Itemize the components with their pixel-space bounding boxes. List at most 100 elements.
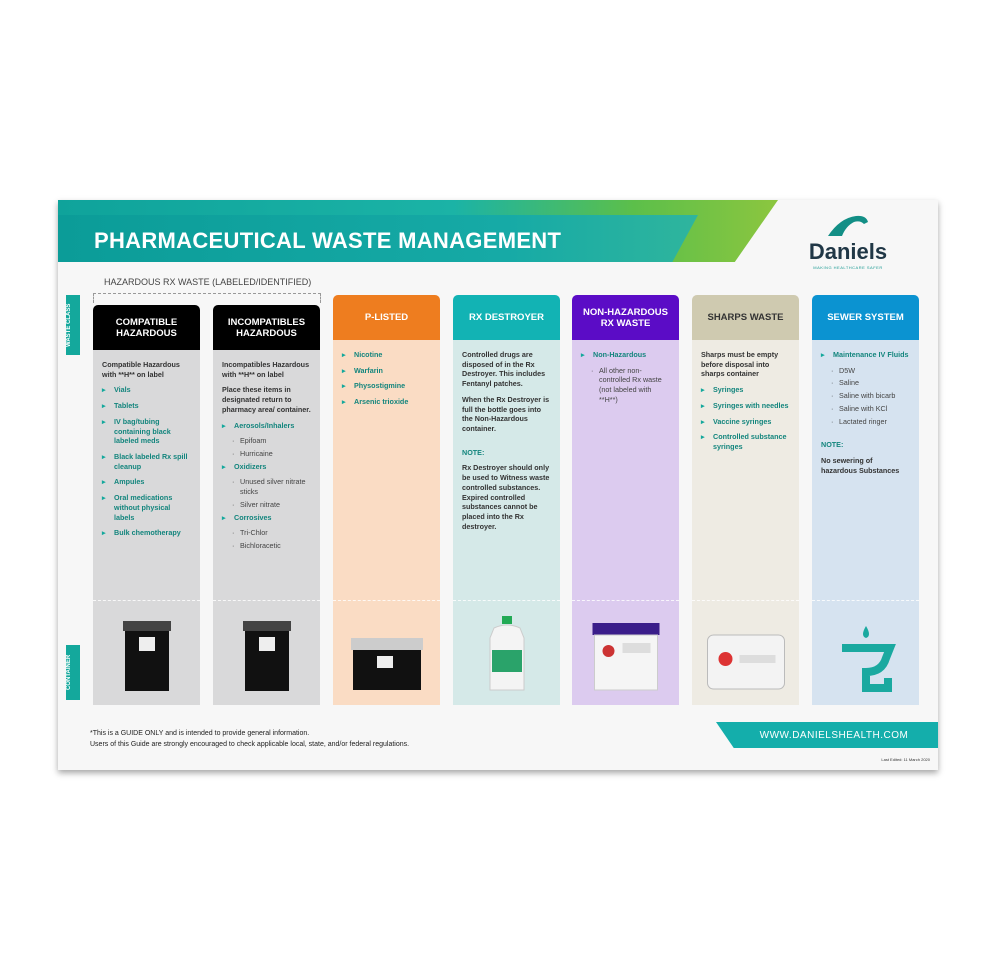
note-text: No sewering of hazardous Substances [821, 456, 900, 475]
container-image [703, 629, 788, 699]
column-non-hazardous-rx-waste: NON-HAZARDOUS RX WASTE Non-HazardousAll … [572, 295, 679, 705]
group-label: HAZARDOUS RX WASTE (LABELED/IDENTIFIED) [104, 277, 312, 287]
container-image [347, 634, 427, 699]
list-item: Nicotine [342, 350, 431, 360]
daniels-logo: Daniels MAKING HEALTHCARE SAFER [798, 212, 898, 270]
list-item: Physostigmine [342, 381, 431, 391]
note-label: NOTE: [462, 447, 485, 457]
divider [333, 600, 440, 601]
rx-destroyer-bottle-icon [489, 616, 524, 691]
non-hazardous-bin-icon [592, 623, 659, 691]
column-body: Sharps must be empty before disposal int… [692, 340, 799, 468]
logo-tagline: MAKING HEALTHCARE SAFER [813, 265, 883, 270]
column-body: NicotineWarfarinPhysostigmineArsenic tri… [333, 340, 440, 423]
sub-item: Epifoam [222, 436, 311, 446]
hazardous-bin-icon [242, 621, 291, 691]
list-item: Controlled substance syringes [701, 432, 790, 451]
column-p-listed: P-LISTED NicotineWarfarinPhysostigmineAr… [333, 295, 440, 705]
title-banner [58, 215, 698, 262]
column-header: RX DESTROYER [453, 295, 560, 340]
list-item: Tablets [102, 401, 191, 411]
paragraph: When the Rx Destroyer is full the bottle… [462, 394, 550, 434]
list-item: Arsenic trioxide [342, 397, 431, 407]
list-item: Ampules [102, 477, 191, 487]
edit-date: Last Edited: 11 March 2020 [881, 757, 930, 762]
column-body: Non-HazardousAll other non-controlled Rx… [572, 340, 679, 418]
sub-item: All other non-controlled Rx waste (not l… [581, 366, 670, 405]
column-rx-destroyer: RX DESTROYER Controlled drugs are dispos… [453, 295, 560, 705]
sharps-container-icon [706, 634, 785, 690]
website-link[interactable]: WWW.DANIELSHEALTH.COM [716, 722, 938, 748]
container-image [117, 619, 177, 699]
list-group: Oxidizers [222, 462, 311, 472]
p-listed-bin-icon [350, 638, 423, 690]
column-header: SHARPS WASTE [692, 295, 799, 340]
list-item: Warfarin [342, 366, 431, 376]
list-group: Maintenance IV Fluids [821, 350, 910, 360]
container-image [237, 619, 297, 699]
container-label: CONTAINER [66, 645, 80, 700]
column-compatible-hazardous: COMPATIBLE HAZARDOUS Compatible Hazardou… [93, 305, 200, 705]
lion-icon [828, 215, 868, 236]
divider [93, 600, 200, 601]
page-title: PHARMACEUTICAL WASTE MANAGEMENT [94, 228, 562, 253]
column-header: SEWER SYSTEM [812, 295, 919, 340]
list-item: Vaccine syringes [701, 417, 790, 427]
column-body: Controlled drugs are disposed of in the … [453, 340, 560, 548]
sub-item: D5W [821, 366, 910, 376]
note-text: Rx Destroyer should only be used to Witn… [462, 463, 550, 531]
intro-text: Incompatibles Hazardous with **H** on la… [222, 360, 310, 379]
container-image [482, 614, 532, 699]
divider [692, 600, 799, 601]
sub-item: Saline [821, 378, 910, 388]
divider [572, 600, 679, 601]
list-item: Syringes [701, 385, 790, 395]
divider [453, 600, 560, 601]
column-incompatibles-hazardous: INCOMPATIBLES HAZARDOUS Incompatibles Ha… [213, 305, 320, 705]
hazardous-bin-icon [122, 621, 171, 691]
intro-text-2: Place these items in designated return t… [222, 385, 311, 414]
column-header: INCOMPATIBLES HAZARDOUS [213, 305, 320, 350]
column-sharps-waste: SHARPS WASTE Sharps must be empty before… [692, 295, 799, 705]
column-sewer-system: SEWER SYSTEM Maintenance IV FluidsD5W Sal… [812, 295, 919, 705]
list-item: Bulk chemotherapy [102, 528, 191, 538]
paragraph: Controlled drugs are disposed of in the … [462, 350, 546, 389]
note-label: NOTE: [821, 440, 844, 450]
sub-item: Silver nitrate [222, 500, 311, 510]
list-item: Syringes with needles [701, 401, 790, 411]
list-item: Vials [102, 385, 191, 395]
list-group: Aerosols/Inhalers [222, 421, 311, 431]
disclaimer-line-2: Users of this Guide are strongly encoura… [90, 741, 410, 749]
column-header: COMPATIBLE HAZARDOUS [93, 305, 200, 350]
column-body: Compatible Hazardous with **H** on label… [93, 350, 200, 554]
column-header: NON-HAZARDOUS RX WASTE [572, 295, 679, 340]
column-body: Maintenance IV FluidsD5W SalineSaline wit… [812, 340, 919, 491]
disclaimer: *This is a GUIDE ONLY and is intended to… [90, 728, 409, 750]
logo-name: Daniels [808, 239, 888, 264]
list-group: Corrosives [222, 513, 311, 523]
sub-item: Bichloracetic [222, 541, 311, 551]
column-header: P-LISTED [333, 295, 440, 340]
list-item: Black labeled Rx spill cleanup [102, 452, 191, 471]
intro-text: Sharps must be empty before disposal int… [701, 350, 779, 379]
list-item: Oral medications without physical labels [102, 493, 191, 522]
sub-item: Lactated ringer [821, 417, 910, 427]
sub-item: Unused silver nitrate sticks [222, 477, 311, 496]
container-image [836, 624, 896, 699]
waste-class-label: WASTE CLASS [66, 295, 80, 355]
sewer-drain-icon [841, 626, 896, 692]
sub-item: Saline with KCl [821, 404, 910, 414]
disclaimer-line-1: *This is a GUIDE ONLY and is intended to… [90, 730, 310, 737]
intro-text: Compatible Hazardous with **H** on label [102, 360, 180, 379]
list-group: Non-Hazardous [581, 350, 670, 360]
divider [812, 600, 919, 601]
group-bracket [93, 293, 321, 303]
sub-item: Tri-Chlor [222, 528, 311, 538]
sub-item: Hurricaine [222, 449, 311, 459]
column-body: Incompatibles Hazardous with **H** on la… [213, 350, 320, 564]
divider [213, 600, 320, 601]
list-item: IV bag/tubing containing black labeled m… [102, 417, 191, 446]
container-image [588, 619, 663, 699]
poster: PHARMACEUTICAL WASTE MANAGEMENT Daniels … [58, 200, 938, 770]
sub-item: Saline with bicarb [821, 391, 910, 401]
